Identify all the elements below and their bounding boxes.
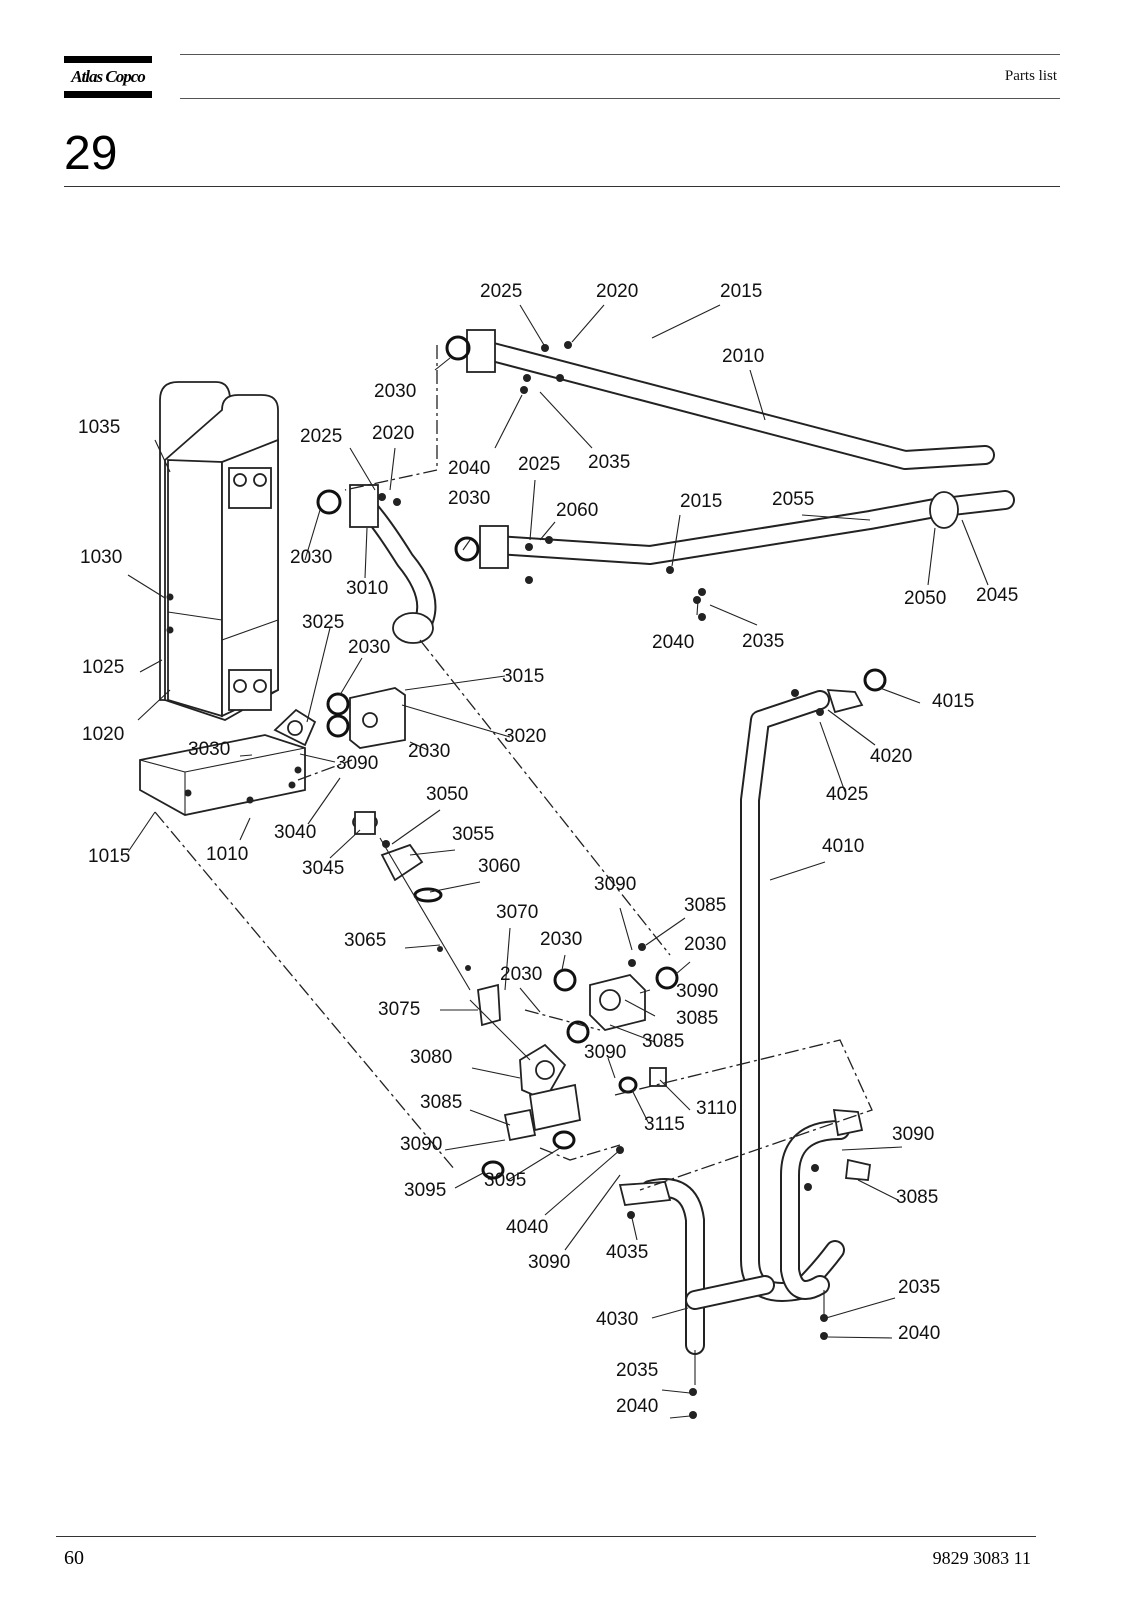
part-callout: 1015 (88, 846, 130, 867)
part-callout: 2020 (596, 281, 638, 302)
part-callout: 3015 (502, 666, 544, 687)
part-callout: 4040 (506, 1217, 548, 1238)
part-callout: 3095 (484, 1170, 526, 1191)
drawing-geometry (139, 329, 1015, 1419)
part-callout: 3095 (404, 1180, 446, 1201)
part-callouts: 2025 2020 2015 2010 2030 1035 2025 2020 … (78, 281, 1018, 1417)
leader-lines (127, 304, 989, 1419)
part-callout: 3045 (302, 858, 344, 879)
part-callout: 3075 (378, 999, 420, 1020)
part-callout: 2055 (772, 489, 814, 510)
part-callout: 2035 (742, 631, 784, 652)
part-callout: 2060 (556, 500, 598, 521)
part-callout: 1020 (82, 724, 124, 745)
part-callout: 2035 (616, 1360, 658, 1381)
part-callout: 3085 (684, 895, 726, 916)
part-callout: 3060 (478, 856, 520, 877)
part-callout: 2030 (684, 934, 726, 955)
part-callout: 3025 (302, 612, 344, 633)
part-callout: 3085 (896, 1187, 938, 1208)
section-rule (64, 186, 1060, 187)
part-callout: 2025 (300, 426, 342, 447)
part-callout: 3085 (420, 1092, 462, 1113)
part-callout: 1010 (206, 844, 248, 865)
part-callout: 2030 (290, 547, 332, 568)
part-callout: 2040 (448, 458, 490, 479)
part-callout: 3090 (400, 1134, 442, 1155)
part-callout: 2035 (588, 452, 630, 473)
part-callout: 4020 (870, 746, 912, 767)
header-top-rule (180, 54, 1060, 55)
footer-rule (56, 1536, 1036, 1537)
part-callout: 2040 (898, 1323, 940, 1344)
part-callout: 4025 (826, 784, 868, 805)
part-callout: 3090 (336, 753, 378, 774)
part-callout: 2015 (680, 491, 722, 512)
section-number: 29 (64, 127, 118, 180)
part-callout: 4015 (932, 691, 974, 712)
part-callout: 1025 (82, 657, 124, 678)
page-number: 60 (64, 1547, 84, 1569)
part-callout: 4035 (606, 1242, 648, 1263)
part-callout: 3055 (452, 824, 494, 845)
part-callout: 3030 (188, 739, 230, 760)
header-bottom-rule (180, 98, 1060, 99)
part-callout: 3085 (642, 1031, 684, 1052)
part-callout: 3040 (274, 822, 316, 843)
part-callout: 2020 (372, 423, 414, 444)
part-callout: 2025 (518, 454, 560, 475)
part-callout: 3110 (696, 1098, 737, 1119)
part-callout: 1030 (80, 547, 122, 568)
part-callout: 3020 (504, 726, 546, 747)
part-callout: 3115 (644, 1114, 685, 1135)
part-callout: 3090 (892, 1124, 934, 1145)
part-callout: 3085 (676, 1008, 718, 1029)
part-callout: 2040 (652, 632, 694, 653)
part-callout: 2030 (348, 637, 390, 658)
part-callout: 3080 (410, 1047, 452, 1068)
part-callout: 4010 (822, 836, 864, 857)
part-callout: 3070 (496, 902, 538, 923)
part-callout: 2030 (540, 929, 582, 950)
document-number: 9829 3083 11 (932, 1548, 1031, 1568)
part-callout: 4030 (596, 1309, 638, 1330)
part-callout: 3090 (528, 1252, 570, 1273)
part-callout: 2030 (500, 964, 542, 985)
section-label: Parts list (1004, 68, 1057, 84)
part-callout: 2030 (408, 741, 450, 762)
part-callout: 3065 (344, 930, 386, 951)
part-callout: 2035 (898, 1277, 940, 1298)
part-callout: 3050 (426, 784, 468, 805)
part-callout: 2050 (904, 588, 946, 609)
part-callout: 2030 (448, 488, 490, 509)
brand-name: Atlas Copco (71, 67, 146, 86)
part-callout: 1035 (78, 417, 120, 438)
part-callout: 3090 (584, 1042, 626, 1063)
part-callout: 2025 (480, 281, 522, 302)
part-callout: 2010 (722, 346, 764, 367)
part-callout: 2015 (720, 281, 762, 302)
part-callout: 3010 (346, 578, 388, 599)
part-callout: 3090 (594, 874, 636, 895)
part-callout: 2030 (374, 381, 416, 402)
atlas-copco-logo: Atlas Copco (64, 56, 152, 98)
part-callout: 2045 (976, 585, 1018, 606)
part-callout: 2040 (616, 1396, 658, 1417)
part-callout: 3090 (676, 981, 718, 1002)
